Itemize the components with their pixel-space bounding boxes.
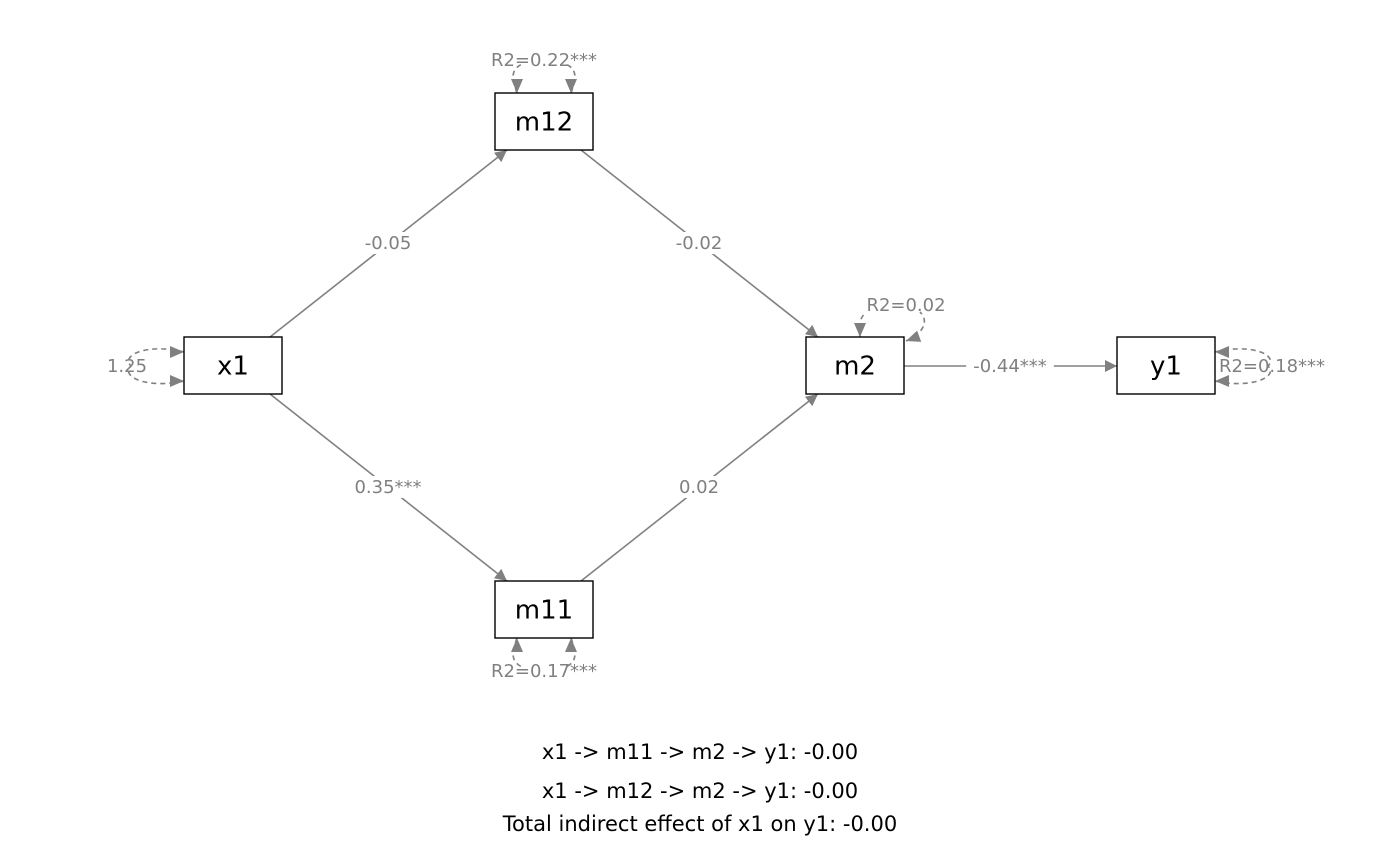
variance-arrowhead-x1-2 [170,375,184,387]
variance-arrowhead-m12-2 [565,79,577,93]
variance-label-y1: R2=0.18*** [1219,356,1325,377]
path-label-m12-m2-bg [670,232,728,254]
variance-arrowhead-m11-2 [565,638,577,652]
variance-loop-y1 [1214,348,1271,385]
path-label-m2-y1-bg [966,355,1054,377]
variance-loop-x1 [128,348,185,385]
node-label-x1: x1 [217,352,249,382]
node-x1 [183,336,283,395]
variance-loops-layer [128,63,1271,668]
node-label-m11: m11 [515,596,573,626]
path-label-m12-m2: -0.02 [676,233,723,254]
path-label-x1-m12-bg [359,232,417,254]
path-label-x1-m11: 0.35*** [354,477,421,498]
variance-arrowhead-y1-1 [1215,346,1229,358]
labels-layer: -0.05 0.35*** -0.02 0.02 -0.44*** 1.25 R2=0.22… [107,50,1325,682]
variance-label-m12: R2=0.22*** [491,50,597,71]
indirect-effect-m12: x1 -> m12 -> m2 -> y1: -0.00 [541,779,859,803]
variance-arrowhead-m11-1 [511,638,523,652]
path-label-m11-m2: 0.02 [679,477,719,498]
variance-arrowhead-x1-1 [170,346,184,358]
variance-arrowhead-m2-2 [906,330,922,342]
path-label-m11-m2-bg [675,476,723,498]
variance-label-m2: R2=0.02 [866,295,945,316]
path-label-m2-y1: -0.44*** [973,356,1047,377]
variance-label-x1: 1.25 [107,356,147,377]
node-label-y1: y1 [1150,352,1182,382]
node-y1 [1116,336,1216,395]
node-label-m2: m2 [834,352,876,382]
node-m11 [494,580,594,639]
variance-arrowhead-y1-2 [1215,375,1229,387]
variance-arrowhead-m2-1 [854,323,866,337]
node-m12 [494,92,594,151]
node-m2 [805,336,905,395]
variance-label-m11: R2=0.17*** [491,661,597,682]
total-indirect-effect: Total indirect effect of x1 on y1: -0.00 [502,812,898,836]
indirect-effect-m11: x1 -> m11 -> m2 -> y1: -0.00 [541,740,859,764]
path-label-x1-m12: -0.05 [365,233,412,254]
variance-arrowhead-m12-1 [511,79,523,93]
node-label-m12: m12 [515,108,573,138]
path-label-x1-m11-bg [349,476,427,498]
nodes-layer: x1 m12 m11 m2 y1 [183,92,1216,639]
